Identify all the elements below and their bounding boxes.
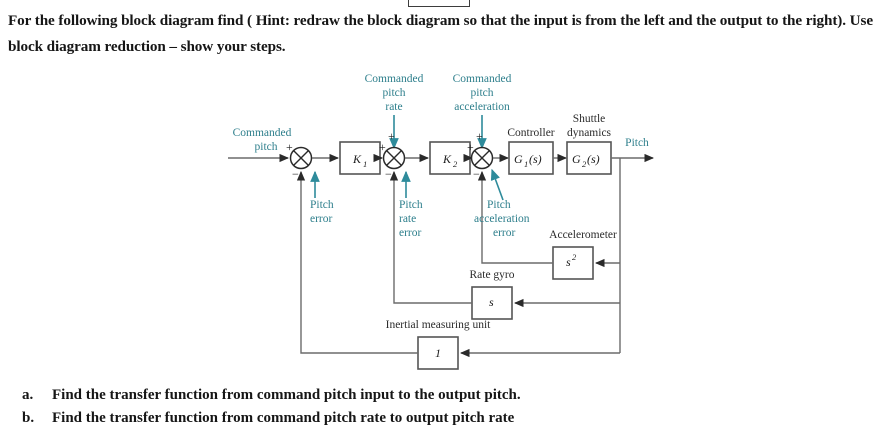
svg-text:pitch: pitch (383, 87, 406, 99)
svg-text:2: 2 (453, 159, 458, 169)
label-commanded-pitch-acceleration: Commanded pitch acceleration (453, 73, 512, 113)
caption-imu: Inertial measuring unit (386, 319, 492, 331)
svg-text:K: K (442, 152, 452, 166)
svg-text:error: error (399, 227, 422, 239)
svg-text:dynamics: dynamics (567, 127, 612, 139)
svg-text:(s): (s) (587, 152, 600, 166)
svg-text:pitch: pitch (471, 87, 494, 99)
subquestion-list: a. Find the transfer function from comma… (22, 384, 882, 430)
summing-junction-3: + + − (467, 129, 494, 181)
svg-text:rate: rate (385, 101, 402, 113)
top-edge-artifact-box (408, 0, 470, 7)
label-commanded-pitch: Commanded pitch (233, 127, 292, 153)
block-accelerometer: s 2 (552, 246, 594, 280)
svg-text:2: 2 (572, 252, 577, 262)
svg-text:+: + (467, 140, 474, 154)
svg-text:Shuttle: Shuttle (573, 113, 606, 125)
svg-text:K: K (352, 152, 362, 166)
block-k1: K 1 (339, 141, 381, 175)
caption-controller: Controller (507, 127, 554, 139)
svg-text:Pitch: Pitch (399, 199, 423, 211)
svg-text:−: − (292, 167, 299, 181)
svg-text:−: − (385, 167, 392, 181)
caption-shuttle-dynamics: Shuttle dynamics (567, 113, 612, 139)
svg-text:+: + (286, 140, 293, 154)
svg-text:Commanded: Commanded (233, 127, 292, 139)
block-g1: G 1 (s) (508, 141, 554, 175)
svg-text:pitch: pitch (255, 141, 278, 153)
svg-text:1: 1 (363, 159, 367, 169)
caption-accelerometer: Accelerometer (549, 229, 617, 241)
svg-text:s: s (489, 295, 494, 309)
block-imu: 1 (417, 336, 459, 370)
block-diagram: Commanded pitch rate Commanded pitch acc… (0, 60, 892, 380)
svg-text:Pitch: Pitch (487, 199, 511, 211)
svg-text:error: error (493, 227, 516, 239)
subquestion-b: b. Find the transfer function from comma… (22, 407, 882, 430)
block-g2: G 2 (s) (566, 141, 612, 175)
label-pitch-rate-error: Pitch rate error (399, 199, 423, 239)
svg-text:Pitch: Pitch (310, 199, 334, 211)
leader-pitch-acceleration-error (490, 168, 504, 201)
caption-rate-gyro: Rate gyro (469, 269, 514, 281)
svg-text:G: G (572, 152, 581, 166)
label-pitch-error: Pitch error (310, 199, 334, 225)
svg-text:Commanded: Commanded (365, 73, 424, 85)
svg-text:acceleration: acceleration (474, 213, 530, 225)
subquestion-a: a. Find the transfer function from comma… (22, 384, 882, 407)
svg-text:+: + (388, 129, 395, 143)
svg-text:1: 1 (435, 346, 441, 360)
svg-text:2: 2 (582, 159, 587, 169)
label-commanded-pitch-rate: Commanded pitch rate (365, 73, 424, 113)
subquestion-b-text: Find the transfer function from command … (52, 410, 515, 426)
block-k2: K 2 (429, 141, 471, 175)
problem-statement: For the following block diagram find ( H… (8, 12, 873, 55)
label-pitch-acceleration-error: Pitch acceleration error (474, 199, 530, 239)
svg-text:1: 1 (524, 159, 528, 169)
svg-text:(s): (s) (529, 152, 542, 166)
svg-text:G: G (514, 152, 523, 166)
svg-text:acceleration: acceleration (454, 101, 510, 113)
svg-text:rate: rate (399, 213, 416, 225)
svg-text:+: + (379, 140, 386, 154)
subquestion-a-text: Find the transfer function from command … (52, 387, 521, 403)
svg-text:s: s (566, 255, 571, 269)
svg-text:error: error (310, 213, 333, 225)
summing-junction-2: + + − (379, 129, 406, 181)
svg-text:Commanded: Commanded (453, 73, 512, 85)
svg-text:+: + (476, 129, 483, 143)
summing-junction-1: + − (286, 140, 313, 181)
subquestion-b-marker: b. (22, 410, 35, 426)
subquestion-a-marker: a. (22, 387, 34, 403)
svg-text:−: − (473, 167, 480, 181)
block-rate-gyro: s (471, 286, 513, 320)
label-pitch-output: Pitch (625, 137, 649, 149)
